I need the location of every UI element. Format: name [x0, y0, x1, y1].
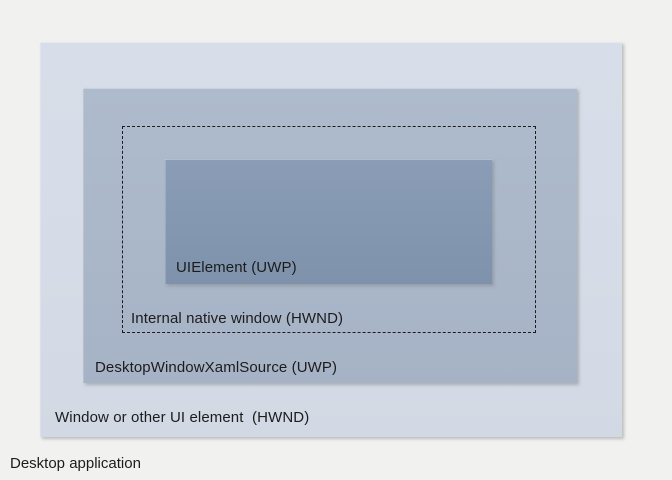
- desktop-window-xaml-source-label: DesktopWindowXamlSource (UWP): [95, 359, 338, 376]
- window-hwnd-label: Window or other UI element (HWND): [55, 409, 310, 426]
- uielement-label: UIElement (UWP): [176, 259, 297, 276]
- internal-native-window-box: Internal native window (HWND) UIElement …: [122, 126, 536, 333]
- desktop-window-xaml-source-box: DesktopWindowXamlSource (UWP) Internal n…: [83, 88, 577, 383]
- desktop-application-label: Desktop application: [10, 455, 141, 472]
- window-hwnd-box: Window or other UI element (HWND) Deskto…: [40, 42, 622, 437]
- uielement-box: UIElement (UWP): [165, 159, 492, 284]
- internal-native-window-label: Internal native window (HWND): [131, 310, 344, 327]
